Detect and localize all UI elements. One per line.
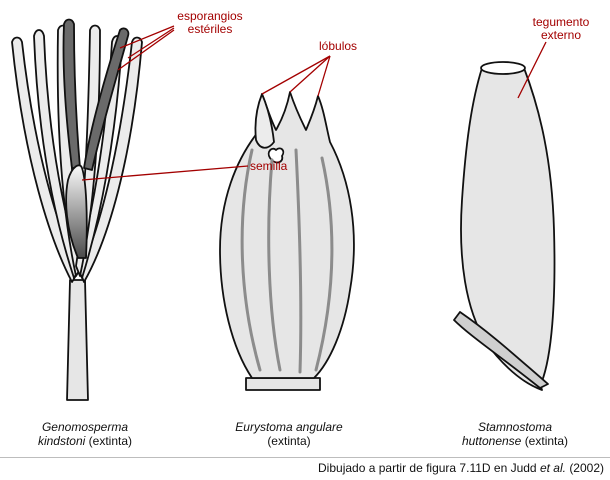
leader-esporangios-1 xyxy=(119,25,175,49)
seed xyxy=(65,164,88,259)
sterile-sporangium-1 xyxy=(62,18,81,169)
outer-lobe-right xyxy=(79,36,143,283)
leader-esporangios-3 xyxy=(117,29,175,71)
stamnostoma-body xyxy=(459,67,556,391)
caption-eurystoma-species: angulare xyxy=(295,420,343,434)
caption-genomosperma-species: kindstoni xyxy=(37,434,86,448)
leader-lobulos-2 xyxy=(289,55,331,93)
caption-eurystoma-genus: Eurystoma xyxy=(235,420,293,434)
stamnostoma-appendage xyxy=(453,311,549,389)
eurystoma-drawing xyxy=(219,91,355,391)
caption-eurystoma: Eurystoma angulare (extinta) xyxy=(214,420,364,448)
leader-lines xyxy=(81,25,547,181)
base-plate xyxy=(245,377,321,391)
caption-stamnostoma-status: (extinta) xyxy=(524,434,569,448)
stalk xyxy=(66,279,89,401)
label-esporangios-esteriles: esporangios estériles xyxy=(172,10,248,36)
leader-semilla xyxy=(81,165,249,181)
caption-genomosperma-genus: Genomosperma xyxy=(41,420,129,434)
label-esteriles: estériles xyxy=(187,22,233,36)
label-lobulos: lóbulos xyxy=(319,39,358,53)
credit-year: (2002) xyxy=(569,461,604,475)
leader-tegumento xyxy=(517,41,547,99)
credit-line: Dibujado a partir de figura 7.11D en Jud… xyxy=(318,461,604,475)
leader-esporangios-2 xyxy=(127,27,175,59)
label-esporangios: esporangios xyxy=(177,9,243,23)
caption-divider xyxy=(0,457,610,458)
caption-stamnostoma: Stamnostoma huttonense (extinta) xyxy=(440,420,590,448)
eurystoma-ribs xyxy=(240,148,334,374)
caption-stamnostoma-genus: Stamnostoma xyxy=(477,420,553,434)
label-externo: externo xyxy=(540,28,582,42)
caption-genomosperma-status: (extinta) xyxy=(88,434,133,448)
credit-prefix: Dibujado a partir de figura 7.11D en Jud… xyxy=(318,461,537,475)
leader-lobulos-1 xyxy=(261,55,331,95)
genomosperma-drawing xyxy=(11,18,143,401)
lobe-left-1 xyxy=(33,29,81,279)
stamnostoma-drawing xyxy=(453,61,556,391)
credit-etal: et al. xyxy=(539,461,566,475)
eurystoma-body xyxy=(219,91,355,379)
caption-stamnostoma-species: huttonense xyxy=(461,434,522,448)
caption-genomosperma: Genomosperma kindstoni (extinta) xyxy=(10,420,160,448)
stamnostoma-opening xyxy=(480,61,526,75)
label-tegumento: tegumento xyxy=(532,15,590,29)
sterile-sporangium-2 xyxy=(83,27,130,171)
caption-eurystoma-status: (extinta) xyxy=(267,434,311,448)
label-tegumento-externo: tegumento externo xyxy=(528,16,594,42)
label-semilla: semilla xyxy=(250,159,288,173)
leader-lobulos-3 xyxy=(317,55,331,97)
eurystoma-lobe-flap xyxy=(254,93,275,149)
